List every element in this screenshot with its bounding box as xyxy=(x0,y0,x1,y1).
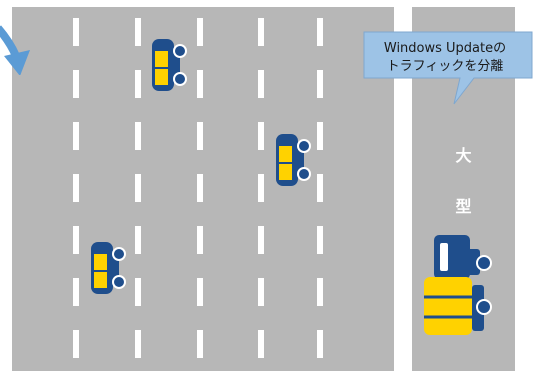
main-road xyxy=(12,7,394,371)
lane-label-2: 型 xyxy=(455,197,472,216)
callout-line-2: トラフィックを分離 xyxy=(386,59,504,74)
car-icon xyxy=(152,39,187,91)
lane-marking-3 xyxy=(197,18,203,373)
callout-balloon xyxy=(363,31,533,105)
car-icon xyxy=(276,134,311,186)
lane-marking-4 xyxy=(258,18,264,373)
car-icon xyxy=(91,242,126,294)
truck-icon xyxy=(424,235,492,335)
lane-label-1: 大 xyxy=(455,146,472,165)
lane-marking-5 xyxy=(317,18,323,373)
callout-line-1: Windows Updateの xyxy=(383,41,507,56)
curved-arrow-icon xyxy=(0,25,30,75)
callout-text: Windows Updateの トラフィックを分離 xyxy=(358,40,532,76)
lane-marking-1 xyxy=(73,18,79,373)
lane-marking-2 xyxy=(135,18,141,373)
